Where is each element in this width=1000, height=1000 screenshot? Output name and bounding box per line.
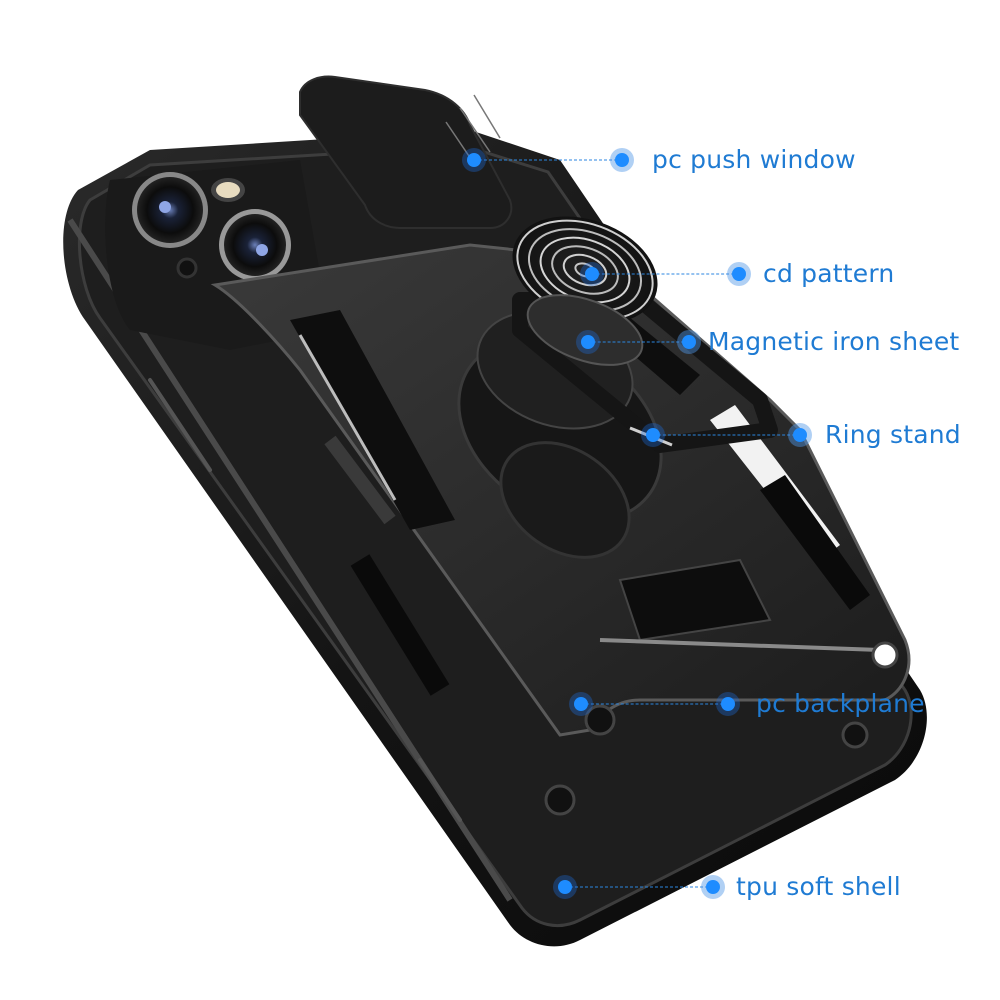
leader-line-pc-backplane (581, 703, 728, 705)
callout-label-ring-stand: Ring stand (825, 420, 961, 449)
callout-label-pc-push-window: pc push window (652, 145, 856, 174)
marker-dot-icon (727, 262, 751, 286)
anchor-dot-icon (641, 423, 665, 447)
leader-line-magnetic-iron-sheet (588, 341, 689, 343)
leader-line-tpu-soft-shell (565, 886, 713, 888)
ring-mount-base (457, 310, 663, 559)
anchor-dot-icon (569, 692, 593, 716)
anchor-dot-icon (462, 148, 486, 172)
anchor-dot-icon (576, 330, 600, 354)
marker-dot-icon (610, 148, 634, 172)
callout-label-pc-backplane: pc backplane (756, 689, 925, 718)
marker-dot-icon (716, 692, 740, 716)
camera-module (105, 160, 331, 350)
leader-line-pc-push-window (474, 159, 622, 161)
pc-push-window-shape (299, 75, 513, 229)
anchor-dot-icon (553, 875, 577, 899)
callout-label-tpu-soft-shell: tpu soft shell (736, 872, 901, 901)
marker-dot-icon (701, 875, 725, 899)
marker-dot-icon (788, 423, 812, 447)
callout-label-cd-pattern: cd pattern (763, 259, 895, 288)
leader-line-cd-pattern (592, 273, 739, 275)
leader-line-ring-stand (653, 434, 800, 436)
marker-dot-icon (677, 330, 701, 354)
anchor-dot-icon (580, 262, 604, 286)
callout-label-magnetic-iron-sheet: Magnetic iron sheet (708, 327, 960, 356)
